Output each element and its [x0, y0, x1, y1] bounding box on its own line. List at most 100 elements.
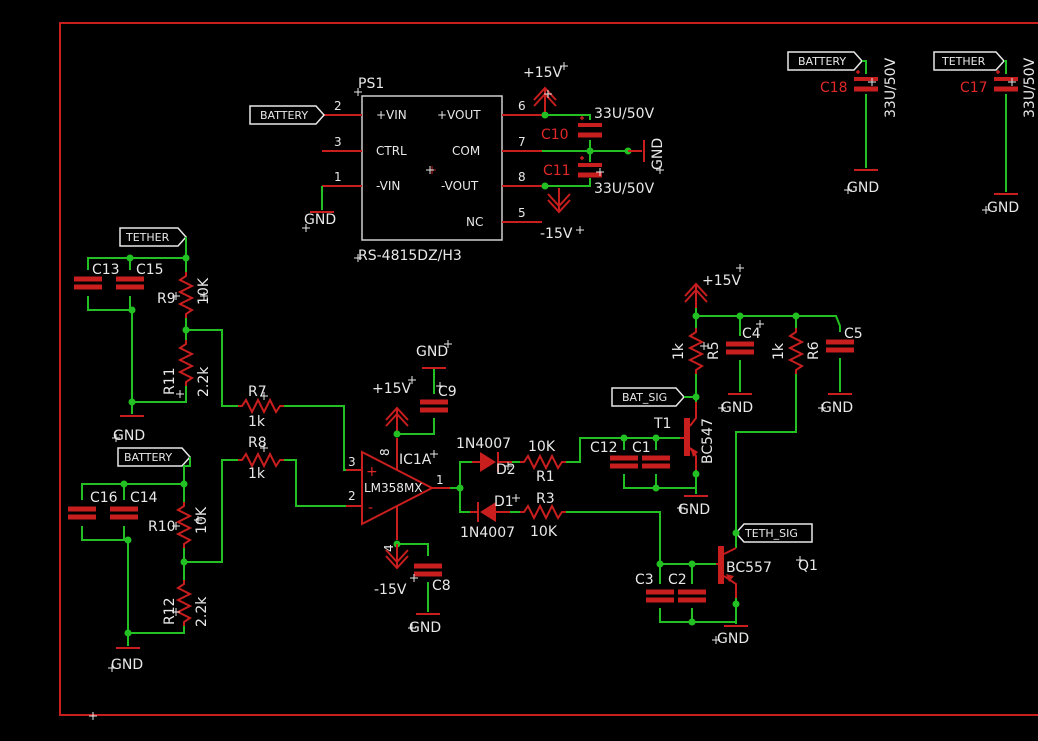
- t1-transistor[interactable]: T1 BC547: [653, 402, 716, 470]
- ic1a-opamp[interactable]: + - LM358MX IC1A 3 2 1 8 4: [346, 438, 450, 552]
- ps1-pinnum-5: 5: [518, 206, 526, 220]
- ps1-pinnum-8: 8: [518, 170, 526, 184]
- svg-text:+: +: [366, 464, 378, 480]
- ps1-pin-nc: NC: [466, 215, 483, 229]
- svg-text:BATTERY: BATTERY: [260, 109, 308, 122]
- svg-text:C2: C2: [668, 572, 687, 588]
- svg-text:GND: GND: [678, 502, 710, 518]
- c4-capacitor[interactable]: C4: [726, 326, 761, 352]
- c17-capacitor[interactable]: C17 33U/50V: [960, 57, 1038, 118]
- r1-resistor[interactable]: 10K R1: [519, 439, 567, 485]
- teth-sig-net-flag[interactable]: TETH_SIG: [734, 523, 813, 543]
- battery-net-flag-top[interactable]: BATTERY: [787, 51, 864, 71]
- q1-value: BC557: [726, 560, 772, 576]
- svg-text:C13: C13: [92, 262, 120, 278]
- svg-text:3: 3: [348, 455, 356, 469]
- svg-text:C17: C17: [960, 80, 988, 96]
- c12-capacitor[interactable]: C12: [590, 440, 638, 466]
- c14-capacitor[interactable]: C14: [110, 490, 158, 517]
- ps1-pinnum-3: 3: [334, 135, 342, 149]
- ps1-pin-vout-minus: -VOUT: [441, 179, 479, 193]
- c15-capacitor[interactable]: C15: [116, 262, 164, 287]
- svg-text:BC547: BC547: [700, 418, 716, 464]
- tether-divider-gnd: GND: [113, 415, 145, 444]
- c16-capacitor[interactable]: C16: [68, 490, 118, 517]
- t1-gnd: GND: [678, 495, 710, 518]
- svg-text:R10: R10: [148, 519, 176, 535]
- svg-text:GND: GND: [111, 657, 143, 673]
- svg-text:8: 8: [378, 448, 392, 456]
- c13-capacitor[interactable]: C13: [74, 262, 120, 287]
- svg-text:-15V: -15V: [540, 226, 573, 242]
- svg-text:C15: C15: [136, 262, 164, 278]
- svg-text:GND: GND: [304, 212, 336, 228]
- d2-diode[interactable]: 1N4007 D2: [456, 436, 516, 478]
- svg-text:C14: C14: [130, 490, 158, 506]
- c1-capacitor[interactable]: C1: [632, 440, 670, 466]
- bat-sig-net-flag[interactable]: BAT_SIG: [611, 387, 686, 407]
- c2-capacitor[interactable]: C2: [668, 572, 706, 600]
- ic1a-label: IC1A: [399, 452, 432, 468]
- battery-net-flag-left[interactable]: BATTERY: [117, 447, 192, 467]
- svg-text:2.2k: 2.2k: [194, 596, 210, 627]
- svg-text:C12: C12: [590, 440, 618, 456]
- c5-capacitor[interactable]: C5: [826, 326, 863, 350]
- svg-text:33U/50V: 33U/50V: [1022, 57, 1038, 118]
- svg-text:1k: 1k: [771, 342, 787, 360]
- battery-divider-gnd: GND: [111, 647, 143, 673]
- svg-text:4: 4: [382, 544, 396, 552]
- svg-text:TETHER: TETHER: [941, 55, 986, 68]
- r9-resistor[interactable]: R9 10K: [157, 271, 212, 319]
- svg-text:R8: R8: [248, 435, 267, 451]
- ps1-converter[interactable]: PS1 RS-4815DZ/H3 +VIN CTRL -VIN +VOUT CO…: [322, 76, 542, 264]
- svg-text:R11: R11: [162, 367, 178, 395]
- svg-text:1k: 1k: [248, 414, 266, 430]
- svg-text:+15V: +15V: [702, 273, 742, 289]
- svg-text:BAT_SIG: BAT_SIG: [622, 391, 667, 404]
- ps1-pin-vin-minus: -VIN: [376, 179, 400, 193]
- svg-text:10K: 10K: [528, 439, 556, 455]
- ps1-com-gnd-label: GND: [650, 138, 666, 170]
- ps1-gnd: GND: [304, 211, 336, 228]
- svg-text:GND: GND: [987, 200, 1019, 216]
- svg-text:R1: R1: [536, 469, 555, 485]
- t1-plus15v-symbol: +15V: [684, 273, 742, 309]
- svg-text:1k: 1k: [671, 342, 687, 360]
- c9-capacitor[interactable]: C9: [420, 384, 457, 410]
- svg-text:BATTERY: BATTERY: [798, 55, 846, 68]
- svg-text:10K: 10K: [196, 277, 212, 305]
- svg-text:TETH_SIG: TETH_SIG: [744, 527, 798, 540]
- r5-resistor[interactable]: 1k R5: [671, 327, 722, 375]
- svg-text:33U/50V: 33U/50V: [594, 181, 655, 197]
- q1-transistor[interactable]: BC547 BC557 Q1: [716, 546, 818, 598]
- ps1-value: RS-4815DZ/H3: [358, 248, 462, 264]
- svg-text:+15V: +15V: [372, 381, 412, 397]
- ps1-pinnum-2: 2: [334, 99, 342, 113]
- c3-capacitor[interactable]: C3: [635, 572, 674, 600]
- tether-net-flag[interactable]: TETHER: [119, 227, 188, 247]
- svg-text:R5: R5: [706, 341, 722, 360]
- tether-net-flag-top[interactable]: TETHER: [933, 51, 1006, 71]
- d1-diode[interactable]: D1 1N4007: [460, 494, 515, 541]
- r10-resistor[interactable]: R1010K: [148, 501, 210, 549]
- svg-text:C4: C4: [742, 326, 761, 342]
- svg-text:+15V: +15V: [523, 65, 563, 81]
- svg-text:1N4007: 1N4007: [456, 436, 511, 452]
- battery-net-flag[interactable]: BATTERY: [249, 105, 326, 125]
- svg-text:C9: C9: [438, 384, 457, 400]
- svg-text:C10: C10: [541, 127, 569, 143]
- ps1-pinnum-1: 1: [334, 170, 342, 184]
- c8-capacitor[interactable]: C8: [414, 566, 451, 594]
- q1-gnd: GND: [717, 625, 749, 647]
- svg-text:R9: R9: [157, 291, 176, 307]
- c4-gnd: GND: [721, 393, 753, 416]
